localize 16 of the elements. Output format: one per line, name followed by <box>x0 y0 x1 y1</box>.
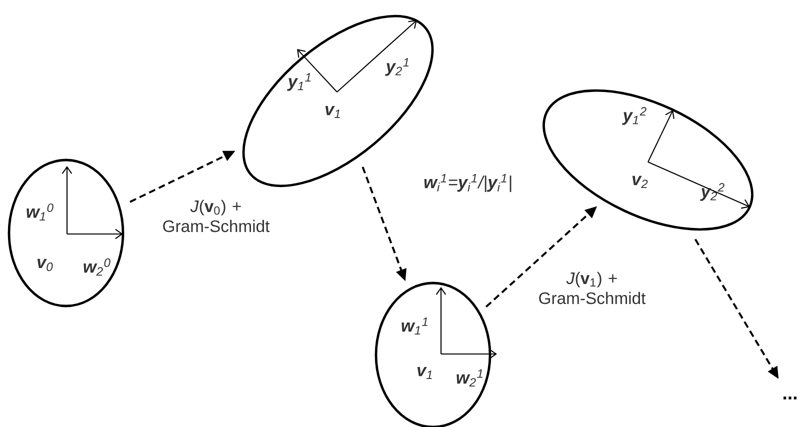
ellipsis: ... <box>784 396 796 400</box>
vector-label: y$_{1}$2 <box>622 107 646 125</box>
vector-label: y$_{2}$2 <box>700 183 724 201</box>
vector-label: w$_{1}$0 <box>26 203 54 221</box>
edge-label: J(v$_{1}$) + Gram-Schmidt <box>539 272 646 304</box>
edge-label: w$_{i}$$^{1}$=y$_{i}$$^{1}$/|y$_{i}$$^{1}$| <box>424 174 512 192</box>
edge-label: J(v$_{0}$) + Gram-Schmidt <box>163 200 270 232</box>
vector-label: w$_{1}$1 <box>402 318 428 334</box>
vector-label: w$_{2}$0 <box>84 258 110 276</box>
vector-label: v$_{0}$ <box>37 258 53 272</box>
vector-label: v$_{2}$ <box>632 176 648 188</box>
vector-label: y$_{2}$1 <box>385 58 409 76</box>
vector-label: w$_{2}$1 <box>456 369 482 387</box>
vector-label: y$_{1}$1 <box>287 73 311 91</box>
vector-label: v$_{1}$ <box>417 367 432 379</box>
vector-label: v$_{1}$ <box>325 106 340 118</box>
